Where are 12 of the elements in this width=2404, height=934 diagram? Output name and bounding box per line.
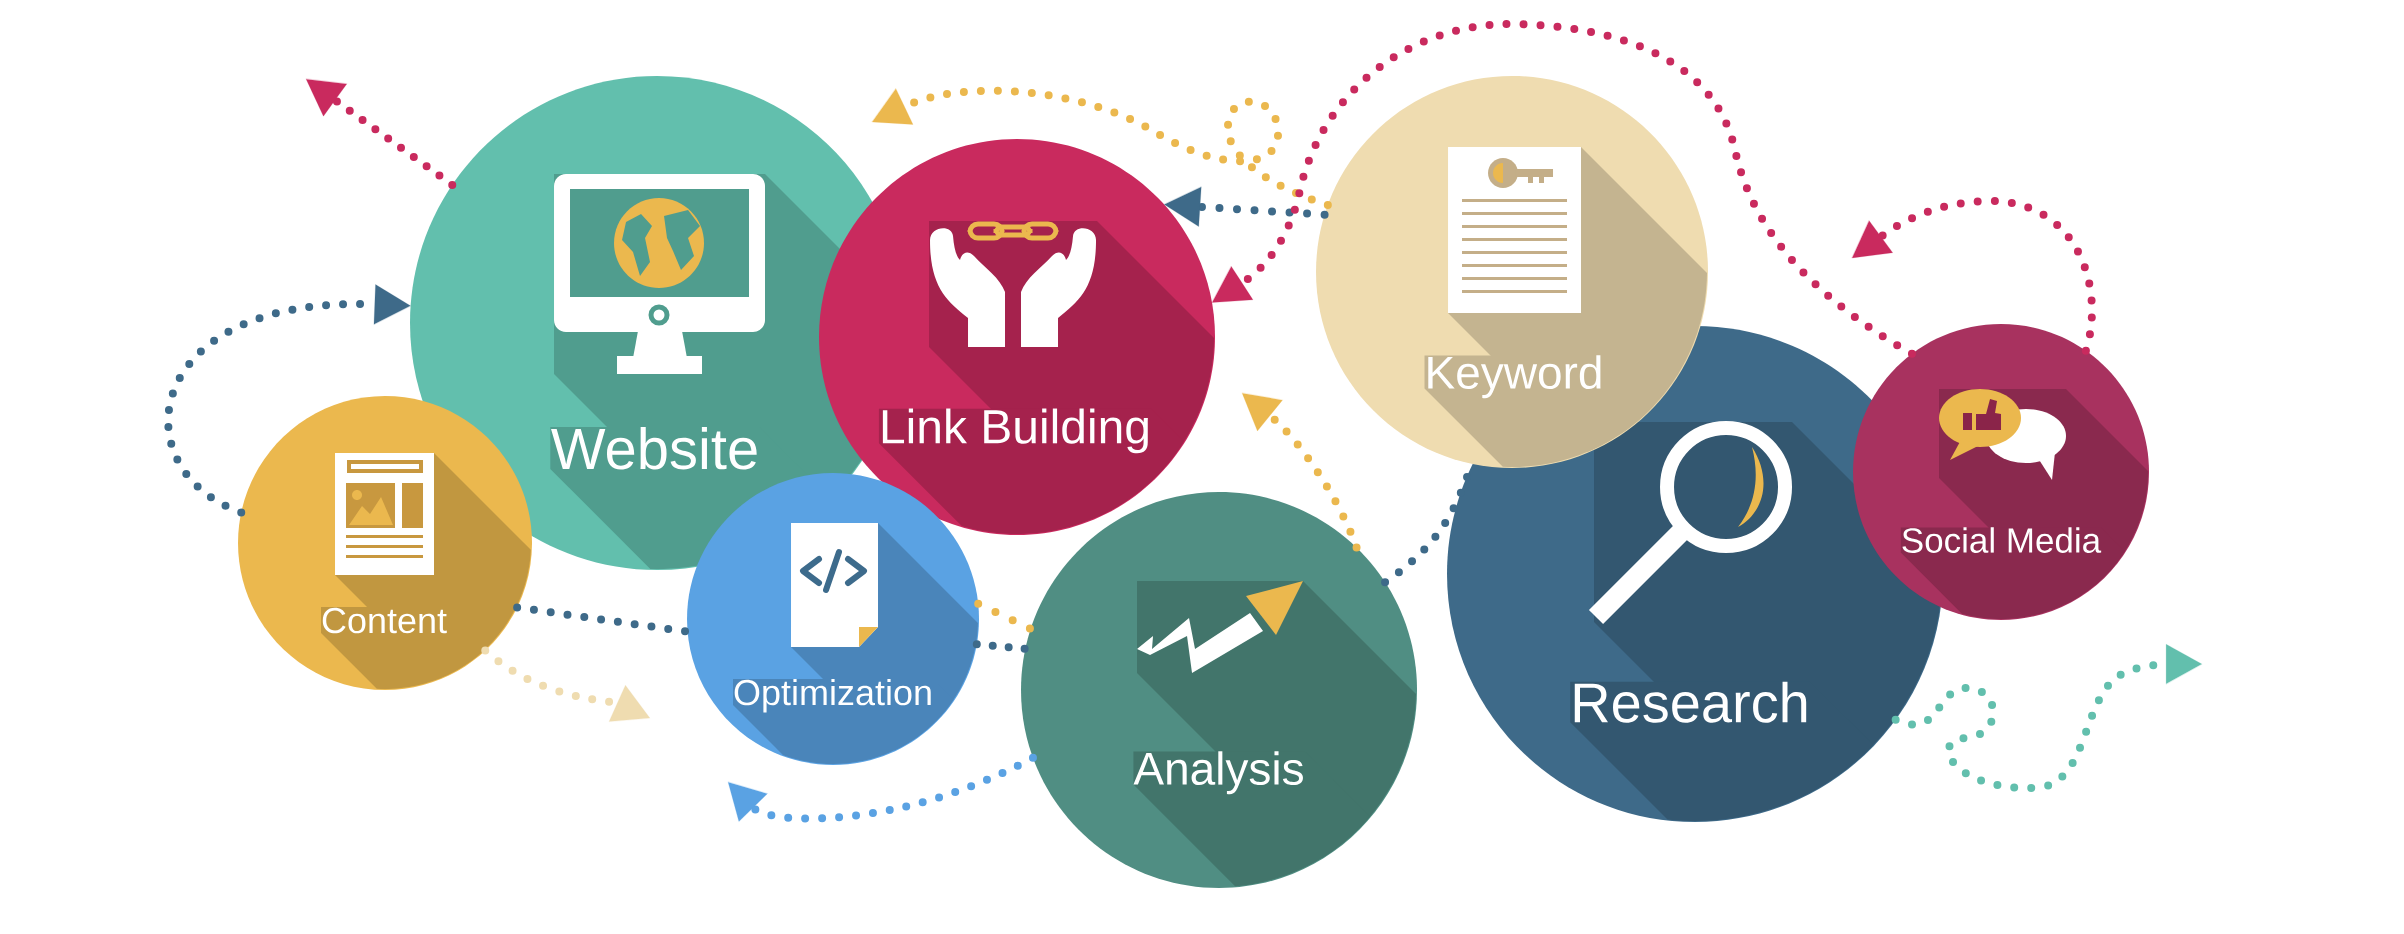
dotted-line xyxy=(513,603,692,636)
dotted-arrow xyxy=(728,753,1037,823)
dotted-arrow xyxy=(1852,197,2096,355)
dotted-arrow xyxy=(872,86,1332,209)
dotted-arrow xyxy=(306,79,457,189)
dotted-arrow xyxy=(1164,186,1329,227)
dotted-arrow xyxy=(481,646,650,722)
dotted-arrow xyxy=(164,284,411,517)
dotted-line xyxy=(974,599,1035,633)
dotted-arrow xyxy=(1212,20,1916,358)
dotted-line xyxy=(972,640,1030,653)
dotted-arrow xyxy=(1242,393,1361,552)
